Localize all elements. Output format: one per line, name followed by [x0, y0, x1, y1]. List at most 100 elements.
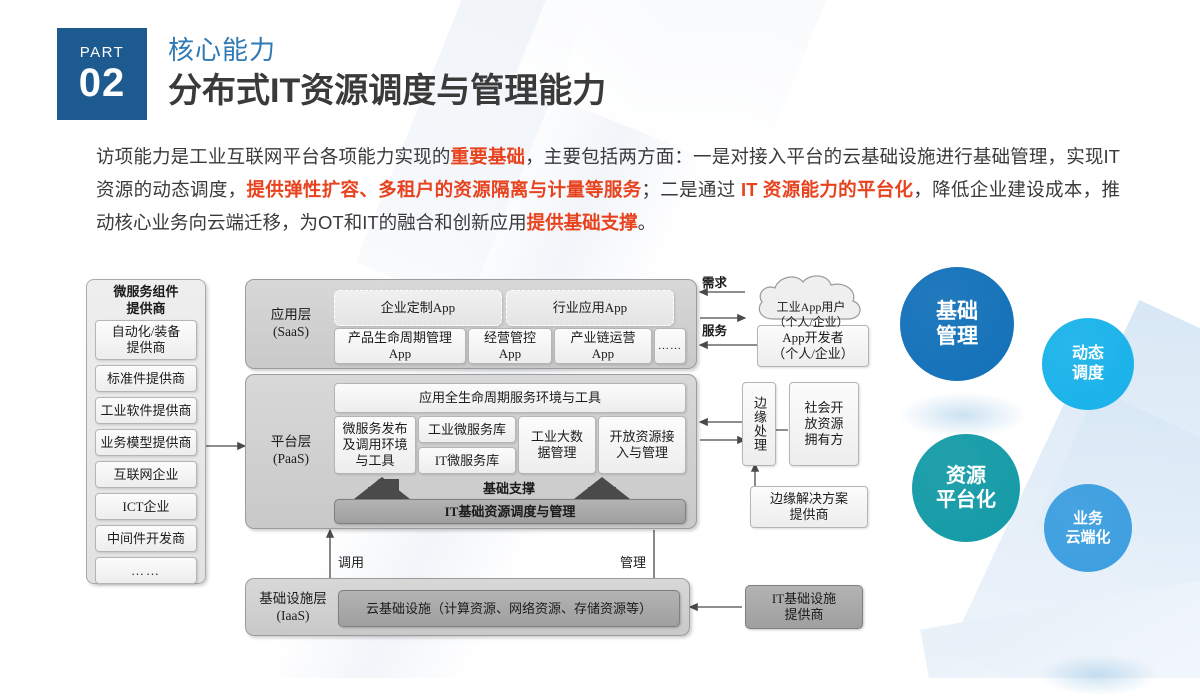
- paas-module-industrial-lib[interactable]: 工业微服务库: [418, 416, 516, 443]
- label-service: 服务: [702, 320, 727, 339]
- label-demand: 需求: [702, 272, 727, 291]
- circle-1-line1: 基础: [936, 300, 978, 323]
- circle-dynamic-scheduling[interactable]: 动态 调度: [1042, 318, 1134, 410]
- para-seg-3: ；二是通过: [641, 179, 741, 200]
- providers-title-line2: 提供商: [126, 301, 166, 316]
- circle-2-line1: 动态: [1071, 345, 1104, 362]
- iaas-label-line1: 基础设施层: [259, 591, 327, 606]
- provider-item[interactable]: ……: [95, 557, 197, 584]
- paas-module-it-lib[interactable]: IT微服务库: [418, 447, 516, 474]
- saas-bottom-app[interactable]: ……: [654, 328, 686, 364]
- provider-item[interactable]: 业务模型提供商: [95, 429, 197, 456]
- paas-base-bar-label: IT基础资源调度与管理: [444, 503, 576, 519]
- para-seg-5: 。: [637, 212, 657, 233]
- paas-module-publish[interactable]: 微服务发布 及调用环境 与工具: [334, 416, 416, 474]
- iaas-layer[interactable]: 基础设施层 (IaaS) 云基础设施（计算资源、网络资源、存储资源等）: [245, 578, 690, 636]
- circle-resource-platformization[interactable]: 资源 平台化: [912, 434, 1020, 542]
- iaas-label-line2: (IaaS): [276, 608, 310, 623]
- edge-processing-node[interactable]: 边缘处理: [742, 382, 776, 466]
- paas-support-arrows: [354, 477, 630, 499]
- saas-bottom-app[interactable]: 产品生命周期管理 App: [334, 328, 466, 364]
- provider-item[interactable]: 自动化/装备 提供商: [95, 320, 197, 360]
- provider-item-label: 工业软件提供商: [100, 402, 192, 418]
- paas-module-publish-label: 微服务发布 及调用环境 与工具: [342, 421, 408, 468]
- saas-layer-label: 应用层 (SaaS): [254, 306, 328, 340]
- paas-module-open-resource-label: 开放资源接 入与管理: [609, 429, 675, 460]
- circle-3-line2: 平台化: [936, 489, 996, 511]
- circle-2-line2: 调度: [1071, 365, 1104, 382]
- para-seg-4: ，降低企业建设成本，推动核心业务向云端迁移，为OT和IT的融合和创新应用: [96, 179, 1120, 233]
- saas-bottom-app-label: ……: [658, 340, 682, 352]
- para-highlight-2: 提供弹性扩容、多租户的资源隔离与计量等服务: [246, 179, 642, 200]
- app-developer-node[interactable]: App开发者 （个人/企业）: [757, 325, 869, 367]
- providers-panel-title: 微服务组件 提供商: [87, 280, 205, 320]
- para-highlight-3: IT 资源能力的平台化: [741, 179, 914, 200]
- saas-top-app-label: 行业应用App: [552, 300, 628, 315]
- iaas-layer-label: 基础设施层 (IaaS): [252, 590, 334, 624]
- industrial-app-user-text: 工业App用户 （个人/企业）: [773, 300, 849, 329]
- paas-layer[interactable]: 平台层 (PaaS) 应用全生命周期服务环境与工具 微服务发布 及调用环境 与工…: [245, 374, 697, 529]
- para-highlight-1: 重要基础: [450, 146, 526, 167]
- saas-bottom-app-label: 经营管控 App: [483, 330, 536, 361]
- paas-base-bar[interactable]: IT基础资源调度与管理: [334, 499, 686, 524]
- para-highlight-4: 提供基础支撑: [526, 212, 638, 233]
- edge-processing-label: 边缘处理: [752, 396, 767, 452]
- provider-item-label: 标准件提供商: [106, 370, 185, 386]
- provider-item-label: 中间件开发商: [106, 530, 185, 546]
- provider-item-label: ……: [131, 562, 161, 578]
- part-number: 02: [78, 61, 126, 105]
- paas-label-line2: (PaaS): [273, 451, 309, 466]
- body-paragraph: 访项能力是工业互联网平台各项能力实现的重要基础，主要包括两方面：一是对接入平台的…: [96, 140, 1120, 239]
- para-seg-1: 访项能力是工业互联网平台各项能力实现的: [96, 146, 451, 167]
- social-open-resource-node[interactable]: 社会开 放资源 拥有方: [789, 382, 859, 466]
- label-manage: 管理: [620, 552, 646, 571]
- provider-item[interactable]: 中间件开发商: [95, 525, 197, 552]
- diagram-arrows: [205, 287, 790, 612]
- page-title: 分布式IT资源调度与管理能力: [168, 71, 607, 110]
- provider-item[interactable]: 互联网企业: [95, 461, 197, 488]
- saas-top-app[interactable]: 企业定制App: [334, 290, 502, 326]
- provider-item-label: 互联网企业: [113, 466, 179, 482]
- saas-layer[interactable]: 应用层 (SaaS) 企业定制App 行业应用App 产品生命周期管理 App …: [245, 279, 697, 369]
- paas-module-bigdata-label: 工业大数 据管理: [530, 429, 583, 460]
- it-infra-provider-label: IT基础设施 提供商: [771, 591, 837, 622]
- provider-item[interactable]: 标准件提供商: [95, 365, 197, 392]
- header-text-group: 核心能力 分布式IT资源调度与管理能力: [168, 35, 607, 111]
- paas-module-open-resource[interactable]: 开放资源接 入与管理: [598, 416, 686, 474]
- circle-1-line2: 管理: [936, 325, 978, 348]
- paas-module-bigdata[interactable]: 工业大数 据管理: [518, 416, 596, 474]
- circle-business-cloudification[interactable]: 业务 云端化: [1044, 484, 1132, 572]
- provider-item[interactable]: 工业软件提供商: [95, 397, 197, 424]
- saas-bottom-app[interactable]: 产业链运营 App: [554, 328, 652, 364]
- iaas-bar[interactable]: 云基础设施（计算资源、网络资源、存储资源等）: [338, 590, 680, 627]
- saas-top-app-label: 企业定制App: [380, 300, 456, 315]
- saas-label-line1: 应用层: [270, 307, 312, 322]
- paas-banner[interactable]: 应用全生命周期服务环境与工具: [334, 383, 686, 413]
- circle-foundation-management[interactable]: 基础 管理: [900, 267, 1014, 381]
- section-kicker: 核心能力: [168, 35, 277, 65]
- saas-top-app[interactable]: 行业应用App: [506, 290, 674, 326]
- providers-title-line1: 微服务组件: [113, 284, 179, 299]
- saas-label-line2: (SaaS): [273, 324, 309, 339]
- it-infra-provider-node[interactable]: IT基础设施 提供商: [745, 585, 863, 629]
- industrial-app-user-cloud[interactable]: 工业App用户 （个人/企业）: [752, 271, 870, 331]
- label-invoke: 调用: [338, 552, 364, 571]
- circle-shadow-1: [898, 392, 1028, 438]
- saas-bottom-app-label: 产业链运营 App: [570, 330, 636, 361]
- saas-bottom-app-label: 产品生命周期管理 App: [347, 330, 452, 361]
- iaas-bar-label: 云基础设施（计算资源、网络资源、存储资源等）: [365, 600, 652, 616]
- architecture-diagram: 微服务组件 提供商 自动化/装备 提供商 标准件提供商 工业软件提供商 业务模型…: [0, 262, 1200, 696]
- provider-item[interactable]: ICT企业: [95, 493, 197, 520]
- social-open-resource-label: 社会开 放资源 拥有方: [804, 400, 844, 447]
- part-badge: PART 02: [57, 28, 147, 120]
- industrial-app-user-label: 工业App用户 （个人/企业）: [752, 271, 870, 330]
- saas-bottom-app[interactable]: 经营管控 App: [468, 328, 552, 364]
- providers-panel[interactable]: 微服务组件 提供商 自动化/装备 提供商 标准件提供商 工业软件提供商 业务模型…: [86, 279, 206, 584]
- app-developer-label: App开发者 （个人/企业）: [772, 330, 854, 361]
- providers-list: 自动化/装备 提供商 标准件提供商 工业软件提供商 业务模型提供商 互联网企业 …: [87, 320, 205, 584]
- edge-solution-provider-label: 边缘解决方案 提供商: [769, 491, 848, 522]
- edge-solution-provider-node[interactable]: 边缘解决方案 提供商: [750, 486, 868, 528]
- para-seg-2: ，主要包括两方面：一是对接入平台的云基础设施进行基础管理，实现IT资源的动态调度…: [96, 146, 1120, 200]
- circle-4-line1: 业务: [1072, 510, 1103, 527]
- provider-item-label: 自动化/装备 提供商: [111, 324, 181, 355]
